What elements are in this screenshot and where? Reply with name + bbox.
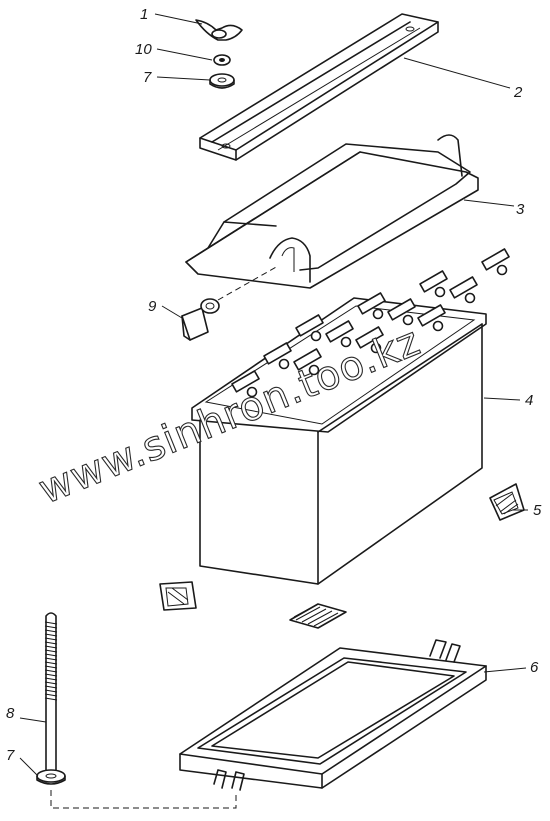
thread-line [44, 677, 58, 681]
terminal-post [496, 264, 508, 276]
watermark-text: www.sinhron.too.kz [33, 318, 427, 513]
thread-line [44, 641, 58, 645]
terminal-post [310, 330, 322, 342]
leader-lines [19, 13, 528, 777]
terminal-post [372, 308, 384, 320]
terminal-post [464, 292, 476, 304]
cell-cap [263, 342, 292, 365]
thread-line [44, 669, 58, 673]
thread-line [44, 633, 58, 637]
terminal-post [402, 314, 414, 326]
callout-3: 3 [516, 201, 525, 218]
terminal-post [308, 364, 320, 376]
callout-5: 5 [533, 502, 542, 519]
thread-line [44, 685, 58, 689]
cell-cap [449, 276, 478, 299]
thread-line [44, 653, 58, 657]
thread-line [44, 629, 58, 633]
cell-cap [293, 348, 322, 371]
bottom-pad [289, 603, 347, 629]
lock-washer [213, 54, 231, 66]
wing-nut [195, 19, 243, 41]
cell-terminals [231, 248, 510, 398]
thread-line [44, 661, 58, 665]
flat-washer-bottom [36, 769, 66, 785]
callout-10: 10 [135, 41, 152, 58]
callout-9: 9 [148, 298, 157, 315]
terminal-post [246, 386, 258, 398]
callout-6: 6 [530, 659, 539, 676]
terminal-post [432, 320, 444, 332]
thread-line [44, 649, 58, 653]
thread-line [44, 673, 58, 677]
callout-1: 1 [140, 6, 148, 23]
terminal-post [278, 358, 290, 370]
callout-2: 2 [513, 84, 523, 101]
thread-line [44, 697, 58, 701]
cell-cap [417, 304, 446, 327]
cell-cap [355, 326, 384, 349]
callout-labels: 1 10 7 2 3 9 4 5 6 8 7 [6, 6, 542, 764]
thread-line [44, 665, 58, 669]
cell-cap [295, 314, 324, 337]
clamp-bar [199, 13, 439, 161]
tie-rod [44, 612, 237, 809]
thread-line [44, 693, 58, 697]
cell-cap [231, 370, 260, 393]
terminal-post [370, 342, 382, 354]
flat-washer-top [209, 73, 235, 89]
terminal-post [434, 286, 446, 298]
terminal-post [340, 336, 352, 348]
cell-cap [357, 292, 386, 315]
thread-line [44, 625, 58, 629]
thread-line [44, 637, 58, 641]
callout-7-top: 7 [143, 69, 152, 86]
cell-cap [481, 248, 510, 271]
thread-line [44, 681, 58, 685]
callout-8: 8 [6, 705, 15, 722]
callout-7-bottom: 7 [6, 747, 15, 764]
corner-pad-right [489, 483, 525, 521]
cell-cap [325, 320, 354, 343]
thread-line [44, 645, 58, 649]
vent-plug [181, 265, 279, 341]
thread-line [44, 689, 58, 693]
battery-lid [185, 134, 479, 289]
thread-line [44, 657, 58, 661]
callout-4: 4 [525, 392, 533, 409]
thread-line [44, 621, 58, 625]
battery-tray [179, 639, 487, 791]
cell-cap [419, 270, 448, 293]
cell-cap [387, 298, 416, 321]
corner-pad-left [159, 581, 197, 611]
battery [191, 297, 487, 585]
